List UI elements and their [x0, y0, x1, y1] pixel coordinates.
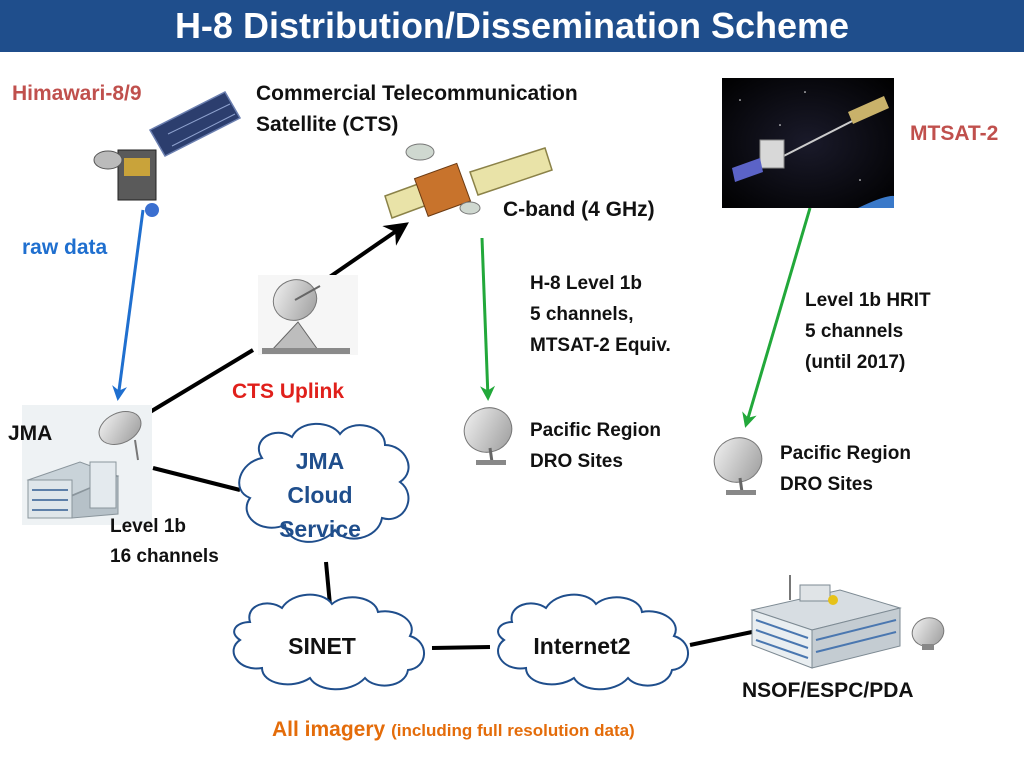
jma-cloud-shape — [238, 422, 410, 543]
cts-to-dro-arrow — [480, 237, 496, 401]
sinet-cloud-shape — [232, 593, 425, 691]
himawari-satellite-image — [93, 91, 242, 217]
jma-cloud-line-3: Service — [279, 516, 361, 542]
jma-label: JMA — [8, 422, 53, 445]
dro-sites-label-2: Pacific Region DRO Sites — [780, 438, 911, 500]
dro-sites-1-line-2: DRO Sites — [530, 451, 623, 472]
nsof-building-image — [750, 575, 945, 669]
internet2-to-nsof-link — [689, 630, 753, 647]
cts-uplink-dish-image — [258, 275, 358, 355]
hrit-level-line-1: Level 1b HRIT — [805, 290, 931, 311]
hrit-level-note: Level 1b HRIT 5 channels (until 2017) — [805, 285, 931, 378]
mtsat-label: MTSAT-2 — [910, 122, 999, 145]
cts-label: Commercial Telecommunication Satellite (… — [256, 78, 578, 140]
cband-label: C-band (4 GHz) — [503, 198, 655, 221]
h8-level-line-3: MTSAT-2 Equiv. — [530, 335, 671, 356]
jma-to-uplink-link — [148, 348, 255, 414]
dro-sites-label-1: Pacific Region DRO Sites — [530, 415, 661, 477]
dro-sites-1-line-1: Pacific Region — [530, 420, 661, 441]
jma-cloud-label: JMA Cloud Service — [270, 444, 370, 546]
jma-to-cloud-link — [152, 466, 241, 492]
cloud-to-sinet-link — [324, 561, 332, 606]
jma-level-line-2: 16 channels — [110, 546, 219, 567]
jma-cloud-line-2: Cloud — [287, 482, 353, 508]
footer-main: All imagery — [272, 718, 386, 741]
dro-dish-image-2 — [713, 437, 763, 495]
footer-caption: All imagery (including full resolution d… — [272, 714, 635, 746]
dro-sites-2-line-1: Pacific Region — [780, 443, 911, 464]
h8-level-line-2: 5 channels, — [530, 304, 634, 325]
jma-level-note: Level 1b 16 channels — [110, 512, 219, 572]
cts-satellite-image — [384, 143, 553, 219]
raw-data-arrow — [112, 209, 145, 401]
raw-data-label: raw data — [22, 236, 108, 259]
sinet-label: SINET — [288, 633, 356, 659]
cts-label-line-2: Satellite (CTS) — [256, 113, 399, 136]
dro-sites-2-line-2: DRO Sites — [780, 474, 873, 495]
h8-level-line-1: H-8 Level 1b — [530, 273, 642, 294]
hrit-level-line-3: (until 2017) — [805, 352, 906, 373]
jma-building-image — [22, 405, 152, 525]
cts-label-line-1: Commercial Telecommunication — [256, 82, 578, 105]
dro-dish-image-1 — [463, 407, 513, 465]
mtsat-2-satellite-image — [722, 78, 894, 208]
cts-uplink-label: CTS Uplink — [232, 380, 345, 403]
jma-level-line-1: Level 1b — [110, 516, 187, 537]
himawari-label: Himawari-8/9 — [12, 82, 142, 105]
mtsat-to-dro-arrow — [742, 207, 812, 428]
nsof-label: NSOF/ESPC/PDA — [742, 679, 914, 702]
hrit-level-line-2: 5 channels — [805, 321, 904, 342]
jma-cloud-line-1: JMA — [295, 448, 345, 474]
internet2-label: Internet2 — [533, 633, 631, 659]
internet2-cloud-shape — [497, 593, 689, 691]
page-title: H-8 Distribution/Dissemination Scheme — [0, 0, 1024, 52]
footer-note: (including full resolution data) — [391, 721, 635, 740]
h8-level-note: H-8 Level 1b 5 channels, MTSAT-2 Equiv. — [530, 268, 671, 361]
sinet-to-internet2-link — [431, 645, 491, 650]
